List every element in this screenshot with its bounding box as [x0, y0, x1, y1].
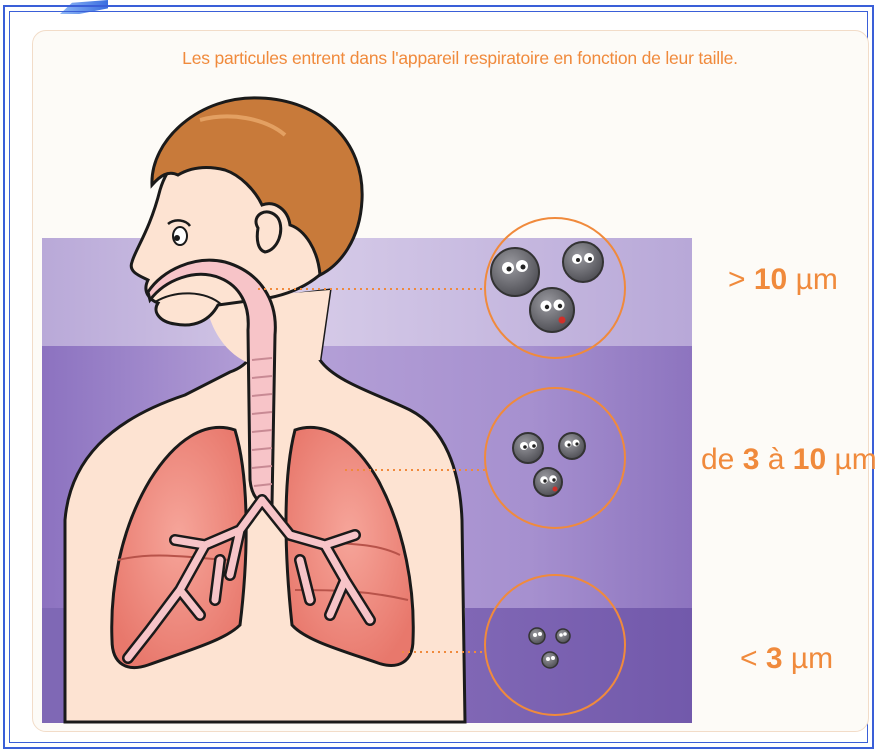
particle: [491, 248, 539, 296]
circle-medium: [485, 388, 625, 528]
particle: [530, 288, 574, 332]
particles-small: [529, 628, 570, 668]
particles-large: [491, 242, 603, 332]
particle: [559, 433, 585, 459]
particle: [563, 242, 603, 282]
particle: [513, 433, 543, 463]
circle-small: [485, 575, 625, 715]
particle: [529, 628, 545, 644]
size-label-large: > 10 µm: [728, 263, 838, 297]
particle: [542, 652, 558, 668]
size-label-medium: de 3 à 10 µm: [701, 443, 877, 477]
particle: [534, 468, 562, 496]
particle: [556, 629, 570, 643]
size-label-small: < 3 µm: [740, 642, 833, 676]
particles-medium: [513, 433, 585, 496]
